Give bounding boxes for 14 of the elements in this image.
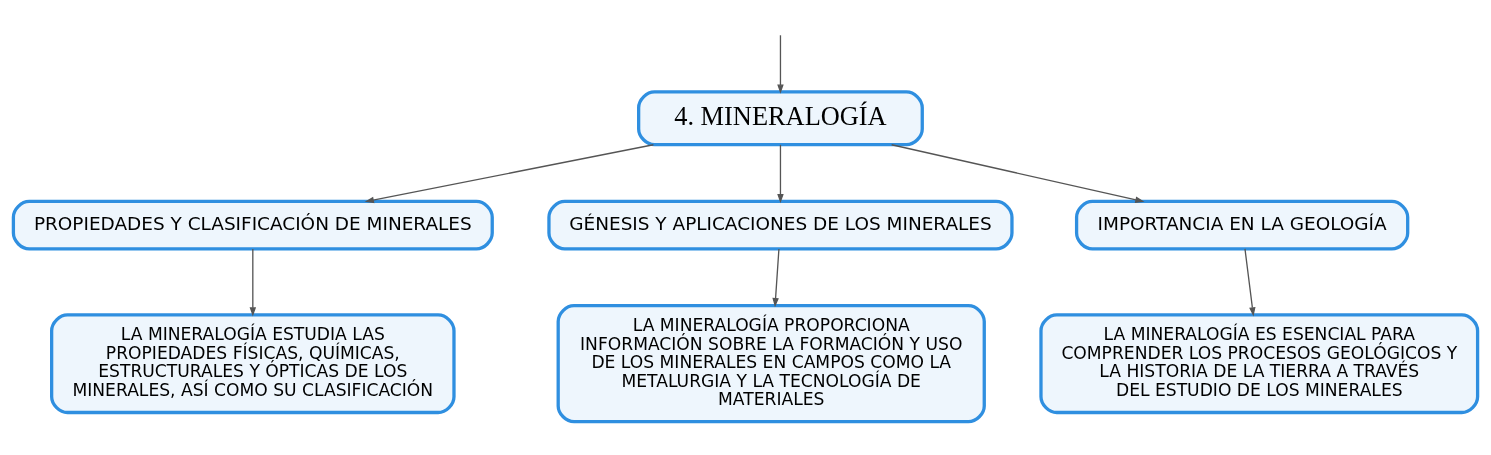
- arrow: [249, 247, 257, 317]
- arrow: [1244, 247, 1256, 316]
- node-box: LA MINERALOGÍA ESTUDIA LAS PROPIEDADES FÍSICAS, QUÍMICAS, ESTRUCTURALES Y ÓPTICAS DE LOS MINERALES, ASÍ COMO SU CLASIFICACIÓN: [50, 312, 456, 414]
- arrow: [777, 34, 784, 94]
- arrow: [777, 143, 784, 203]
- node-box: 4. MINERALOGÍA: [637, 89, 924, 146]
- node-box: PROPIEDADES Y CLASIFICACIÓN DE MINERALES: [11, 199, 494, 251]
- arrow: [772, 247, 780, 307]
- node-box: GÉNESIS Y APLICACIONES DE LOS MINERALES: [547, 199, 1014, 251]
- node-box: IMPORTANCIA EN LA GEOLOGÍA: [1074, 199, 1410, 251]
- arrow: [364, 143, 655, 203]
- arrow: [890, 143, 1145, 203]
- node-box: LA MINERALOGÍA PROPORCIONA INFORMACIÓN SOBRE LA FORMACIÓN Y USO DE LOS MINERALES EN CAMPOS COMO LA METALURGIA Y LA TECNOLOGÍA DE MATERIALES: [556, 303, 986, 423]
- node-box: LA MINERALOGÍA ES ESENCIAL PARA COMPRENDER LOS PROCESOS GEOLÓGICOS Y LA HISTORIA DE LA TIERRA A TRAVÉS DEL ESTUDIO DE LOS MINERALES: [1039, 312, 1480, 414]
